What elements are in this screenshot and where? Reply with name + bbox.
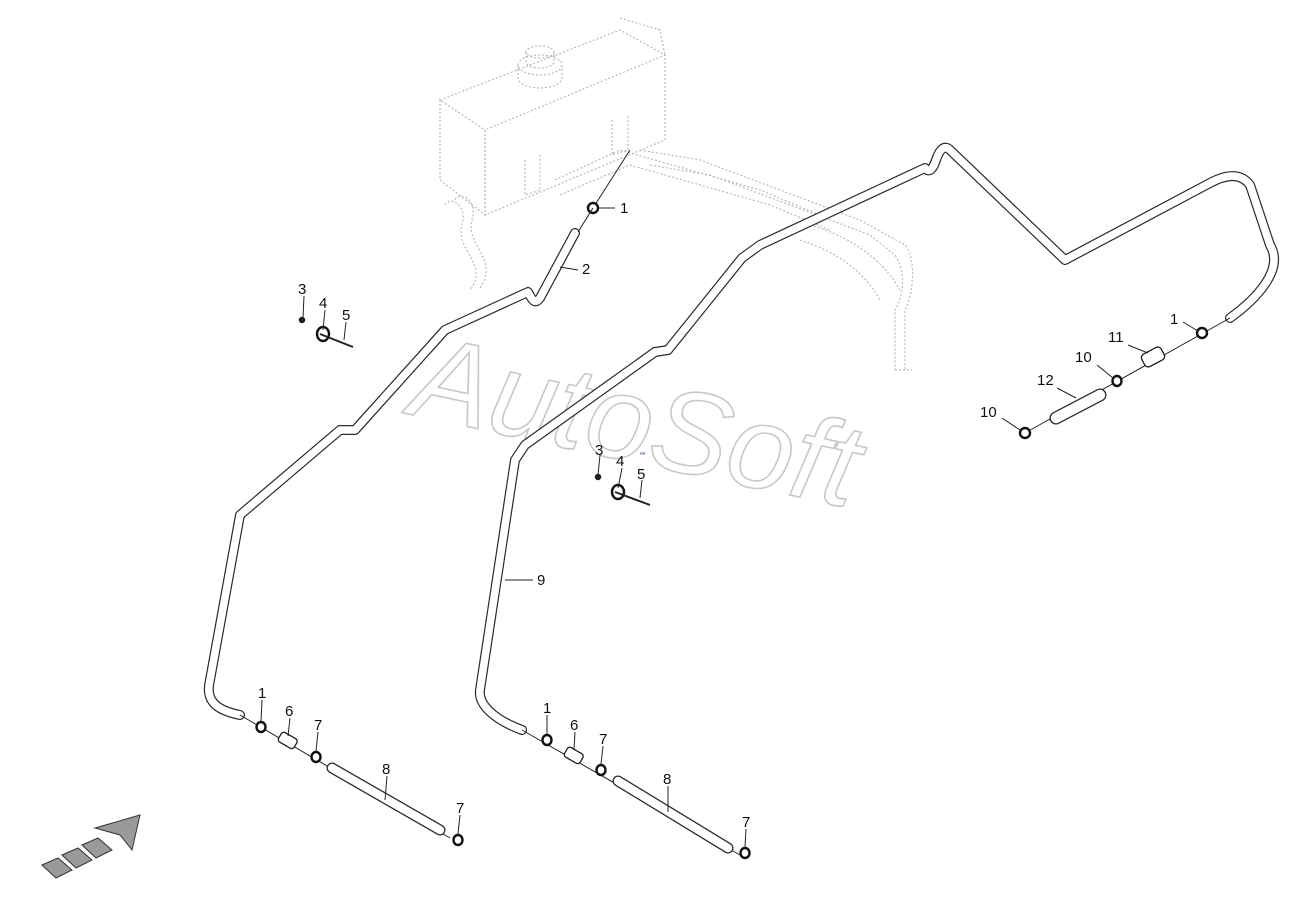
callout-7: 7: [456, 800, 464, 817]
callout-leaders: [260, 207, 1199, 848]
hose-2: [203, 228, 580, 720]
callout-2: 2: [582, 261, 590, 278]
adapter-11: [1140, 346, 1166, 368]
callout-7: 7: [742, 814, 750, 831]
callout-1: 1: [543, 700, 551, 717]
callout-5: 5: [342, 307, 350, 324]
callout-10: 10: [980, 404, 997, 421]
callout-1: 1: [1170, 311, 1178, 328]
callout-labels: 1 2 3 4 5 3 4 5 9 1 11 10 12 10 1 6 7 8 …: [258, 200, 1178, 831]
left-fitting-assembly: [239, 714, 464, 847]
ring-1-right: [541, 733, 553, 747]
ring-7-left: [310, 750, 322, 764]
reservoir-tank-ghost: [439, 17, 914, 371]
callout-9: 9: [537, 572, 545, 589]
callout-8: 8: [663, 771, 671, 788]
callout-8: 8: [382, 761, 390, 778]
ring-7b-left: [452, 833, 464, 847]
callout-10: 10: [1075, 349, 1092, 366]
right-upper-assembly: [1018, 317, 1231, 440]
direction-arrow-icon: [41, 814, 141, 879]
ring-7-right: [595, 763, 607, 777]
callout-3: 3: [595, 442, 603, 459]
callout-3: 3: [298, 281, 306, 298]
hose-9: [474, 142, 1279, 735]
ring-7b-right: [739, 846, 751, 860]
fitting-6-right: [563, 746, 584, 765]
svg-text:ee: ee: [640, 451, 646, 457]
callout-4: 4: [319, 295, 327, 312]
fitting-6-left: [277, 731, 298, 750]
callout-12: 12: [1037, 372, 1054, 389]
callout-6: 6: [570, 717, 578, 734]
callout-7: 7: [599, 731, 607, 748]
callout-11: 11: [1108, 329, 1124, 346]
callout-4: 4: [616, 453, 624, 470]
right-fitting-assembly: [521, 729, 751, 860]
callout-7: 7: [314, 717, 322, 734]
callout-5: 5: [637, 466, 645, 483]
clamp-assembly-middle: ee: [594, 451, 651, 506]
ring-1-left: [255, 720, 267, 734]
tank-fitting: [577, 149, 631, 233]
callout-1: 1: [258, 685, 266, 702]
callout-1: 1: [620, 200, 628, 217]
callout-6: 6: [285, 703, 293, 720]
